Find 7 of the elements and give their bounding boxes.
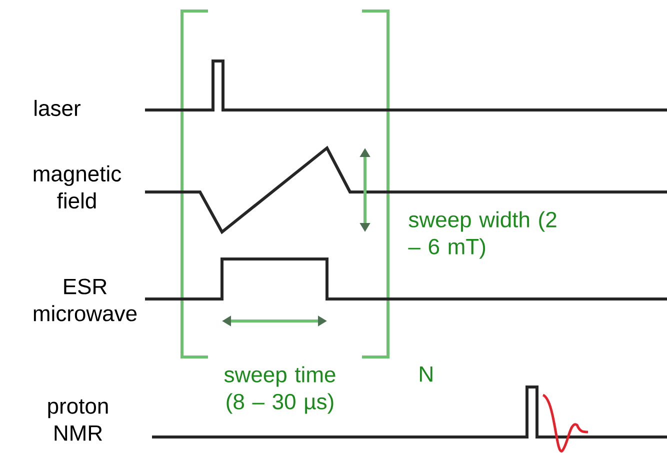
row-label: laser — [34, 100, 80, 116]
row-label: proton NMR — [48, 399, 108, 441]
row-label: ESR microwave — [34, 278, 137, 322]
sweep-width-label: sweep width (2 – 6 mT) — [408, 211, 556, 259]
row-label: magnetic field — [34, 165, 122, 209]
sweep-time-label: sweep time (8 – 30 µs) — [224, 366, 336, 414]
repeat-label: N — [420, 366, 432, 382]
